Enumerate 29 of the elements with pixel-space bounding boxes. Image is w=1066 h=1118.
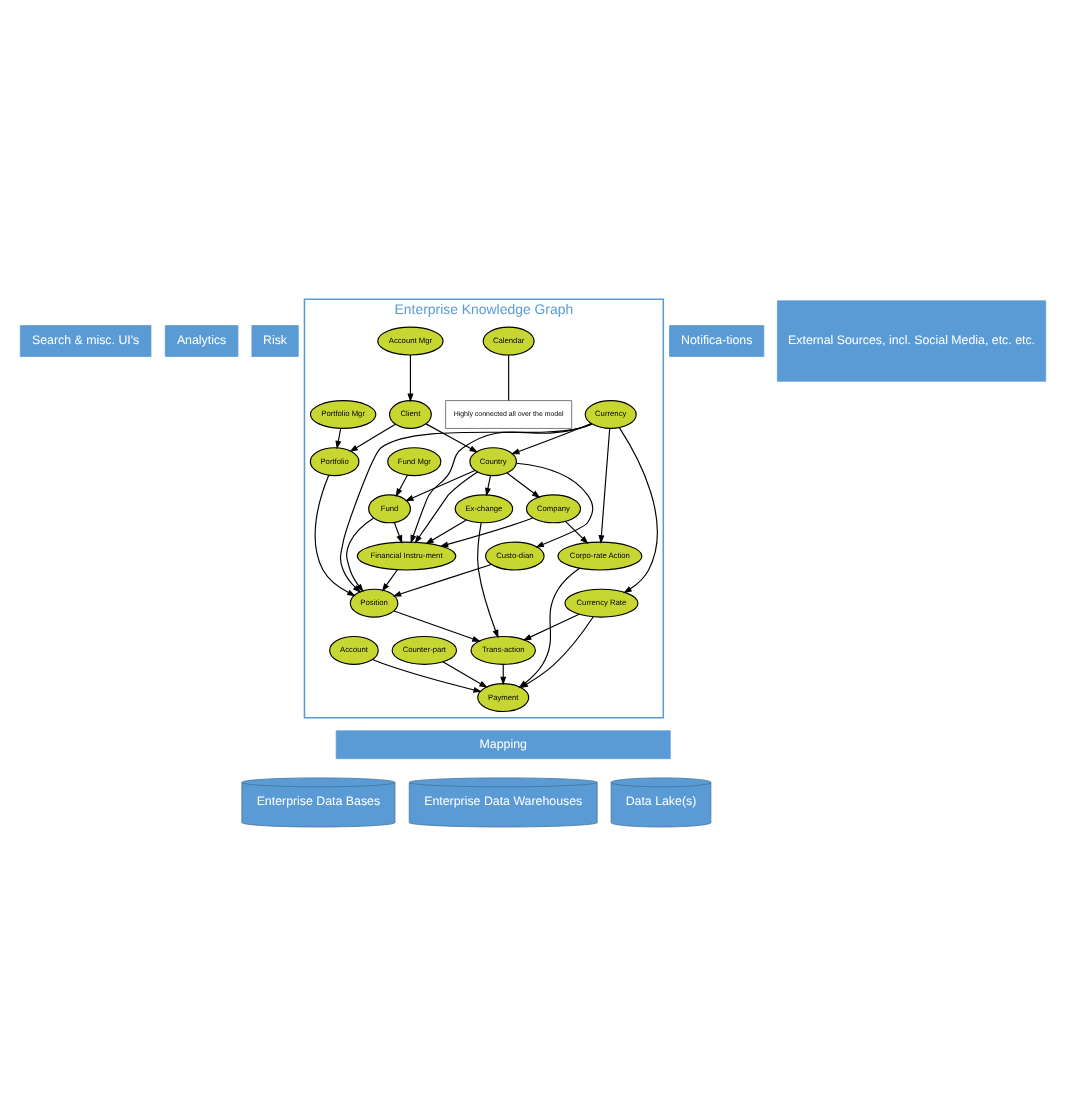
arrow bbox=[618, 426, 658, 593]
arrow bbox=[485, 474, 492, 496]
arrow bbox=[371, 657, 482, 692]
arrow bbox=[314, 473, 356, 596]
arrow bbox=[425, 422, 479, 452]
arrow bbox=[405, 468, 476, 501]
connector bbox=[508, 353, 510, 400]
arrow bbox=[564, 519, 589, 543]
arrow bbox=[425, 518, 467, 544]
arrow bbox=[407, 353, 414, 402]
arrow bbox=[339, 422, 593, 592]
arrow bbox=[414, 470, 478, 543]
arrow bbox=[395, 473, 408, 496]
arrow bbox=[515, 461, 594, 547]
arrow bbox=[506, 471, 541, 498]
arrow bbox=[522, 612, 580, 640]
arrow bbox=[381, 568, 398, 591]
arrow bbox=[598, 426, 611, 543]
arrow bbox=[476, 521, 499, 638]
arrow bbox=[511, 422, 592, 454]
arrow bbox=[349, 422, 397, 452]
arrow bbox=[410, 422, 593, 543]
arrow bbox=[439, 516, 534, 547]
arrow bbox=[393, 521, 403, 543]
arrow bbox=[392, 562, 492, 596]
arrow bbox=[335, 426, 342, 449]
arrow bbox=[442, 660, 488, 687]
arrow bbox=[346, 516, 375, 592]
arrow bbox=[393, 609, 481, 641]
